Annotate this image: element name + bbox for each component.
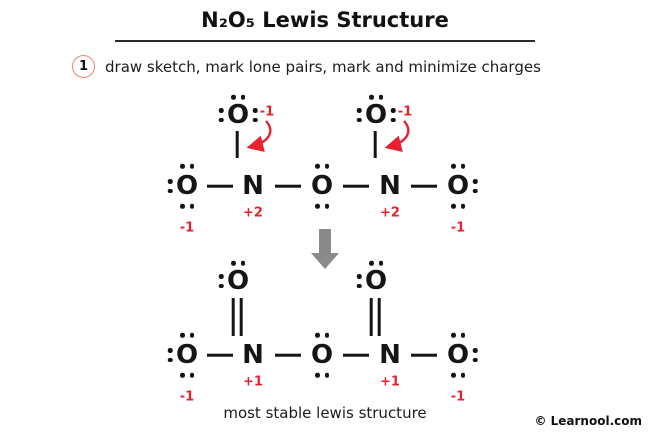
atom-o-right: O — [446, 171, 470, 201]
lone-pair-dots — [218, 108, 224, 122]
formal-charge: +2 — [243, 205, 263, 221]
step-description: draw sketch, mark lone pairs, mark and m… — [105, 57, 541, 76]
atom-n-right: N — [379, 340, 401, 370]
single-bond — [373, 131, 377, 158]
step-row: 1 draw sketch, mark lone pairs, mark and… — [72, 55, 541, 78]
lone-pair-dots — [315, 372, 329, 378]
lone-pair-dots — [167, 179, 173, 193]
atom-o-left: O — [175, 340, 199, 370]
formal-charge: -1 — [450, 389, 466, 405]
lone-pair-dots — [315, 203, 329, 209]
single-bond — [275, 184, 301, 188]
atom-o-right: O — [446, 340, 470, 370]
lone-pair-dots — [451, 372, 465, 378]
single-bond — [207, 184, 233, 188]
lone-pair-dots — [369, 94, 383, 100]
formal-charge: +1 — [380, 374, 400, 390]
down-arrow-shaft — [319, 229, 331, 254]
atom-n-left: N — [242, 340, 264, 370]
formal-charge: +2 — [380, 205, 400, 221]
double-bond — [231, 298, 235, 336]
double-bond — [369, 298, 373, 336]
atom-o-center: O — [310, 340, 334, 370]
double-bond — [239, 298, 243, 336]
lone-pair-dots — [472, 179, 478, 193]
formal-charge: -1 — [179, 389, 195, 405]
lone-pair-dots — [167, 348, 173, 362]
lone-pair-dots — [390, 108, 396, 122]
formal-charge: -1 — [450, 220, 466, 236]
formal-charge: -1 — [179, 220, 195, 236]
double-bond — [377, 298, 381, 336]
step-number-badge: 1 — [72, 55, 95, 78]
single-bond — [275, 353, 301, 357]
atom-o-top-right: O — [364, 100, 388, 130]
copyright-label: © Learnool.com — [534, 414, 642, 428]
atom-o-center: O — [310, 171, 334, 201]
down-arrow-head — [311, 253, 339, 269]
lone-pair-dots — [218, 274, 224, 288]
lone-pair-dots — [180, 372, 194, 378]
single-bond — [207, 353, 233, 357]
single-bond — [343, 353, 369, 357]
atom-o-top-left: O — [226, 266, 250, 296]
lone-pair-dots — [356, 274, 362, 288]
formal-charge: -1 — [397, 104, 413, 120]
single-bond — [411, 353, 437, 357]
curved-arrow-icon — [384, 120, 410, 152]
single-bond — [343, 184, 369, 188]
lone-pair-dots — [451, 163, 465, 169]
lone-pair-dots — [451, 203, 465, 209]
lone-pair-dots — [180, 203, 194, 209]
lone-pair-dots — [180, 332, 194, 338]
lone-pair-dots — [315, 332, 329, 338]
curved-arrow-icon — [246, 120, 272, 152]
page-title: N₂O₅ Lewis Structure — [201, 8, 449, 32]
title-underline — [115, 40, 535, 42]
formal-charge: -1 — [259, 104, 275, 120]
single-bond — [235, 131, 239, 158]
single-bond — [411, 184, 437, 188]
lone-pair-dots — [315, 163, 329, 169]
atom-o-left: O — [175, 171, 199, 201]
formal-charge: +1 — [243, 374, 263, 390]
lone-pair-dots — [252, 108, 258, 122]
atom-o-top-left: O — [226, 100, 250, 130]
atom-o-top-right: O — [364, 266, 388, 296]
atom-n-left: N — [242, 171, 264, 201]
atom-n-right: N — [379, 171, 401, 201]
lone-pair-dots — [231, 260, 245, 266]
lone-pair-dots — [231, 94, 245, 100]
lone-pair-dots — [356, 108, 362, 122]
lone-pair-dots — [472, 348, 478, 362]
lone-pair-dots — [451, 332, 465, 338]
lone-pair-dots — [180, 163, 194, 169]
lone-pair-dots — [369, 260, 383, 266]
structure-caption: most stable lewis structure — [223, 404, 427, 422]
